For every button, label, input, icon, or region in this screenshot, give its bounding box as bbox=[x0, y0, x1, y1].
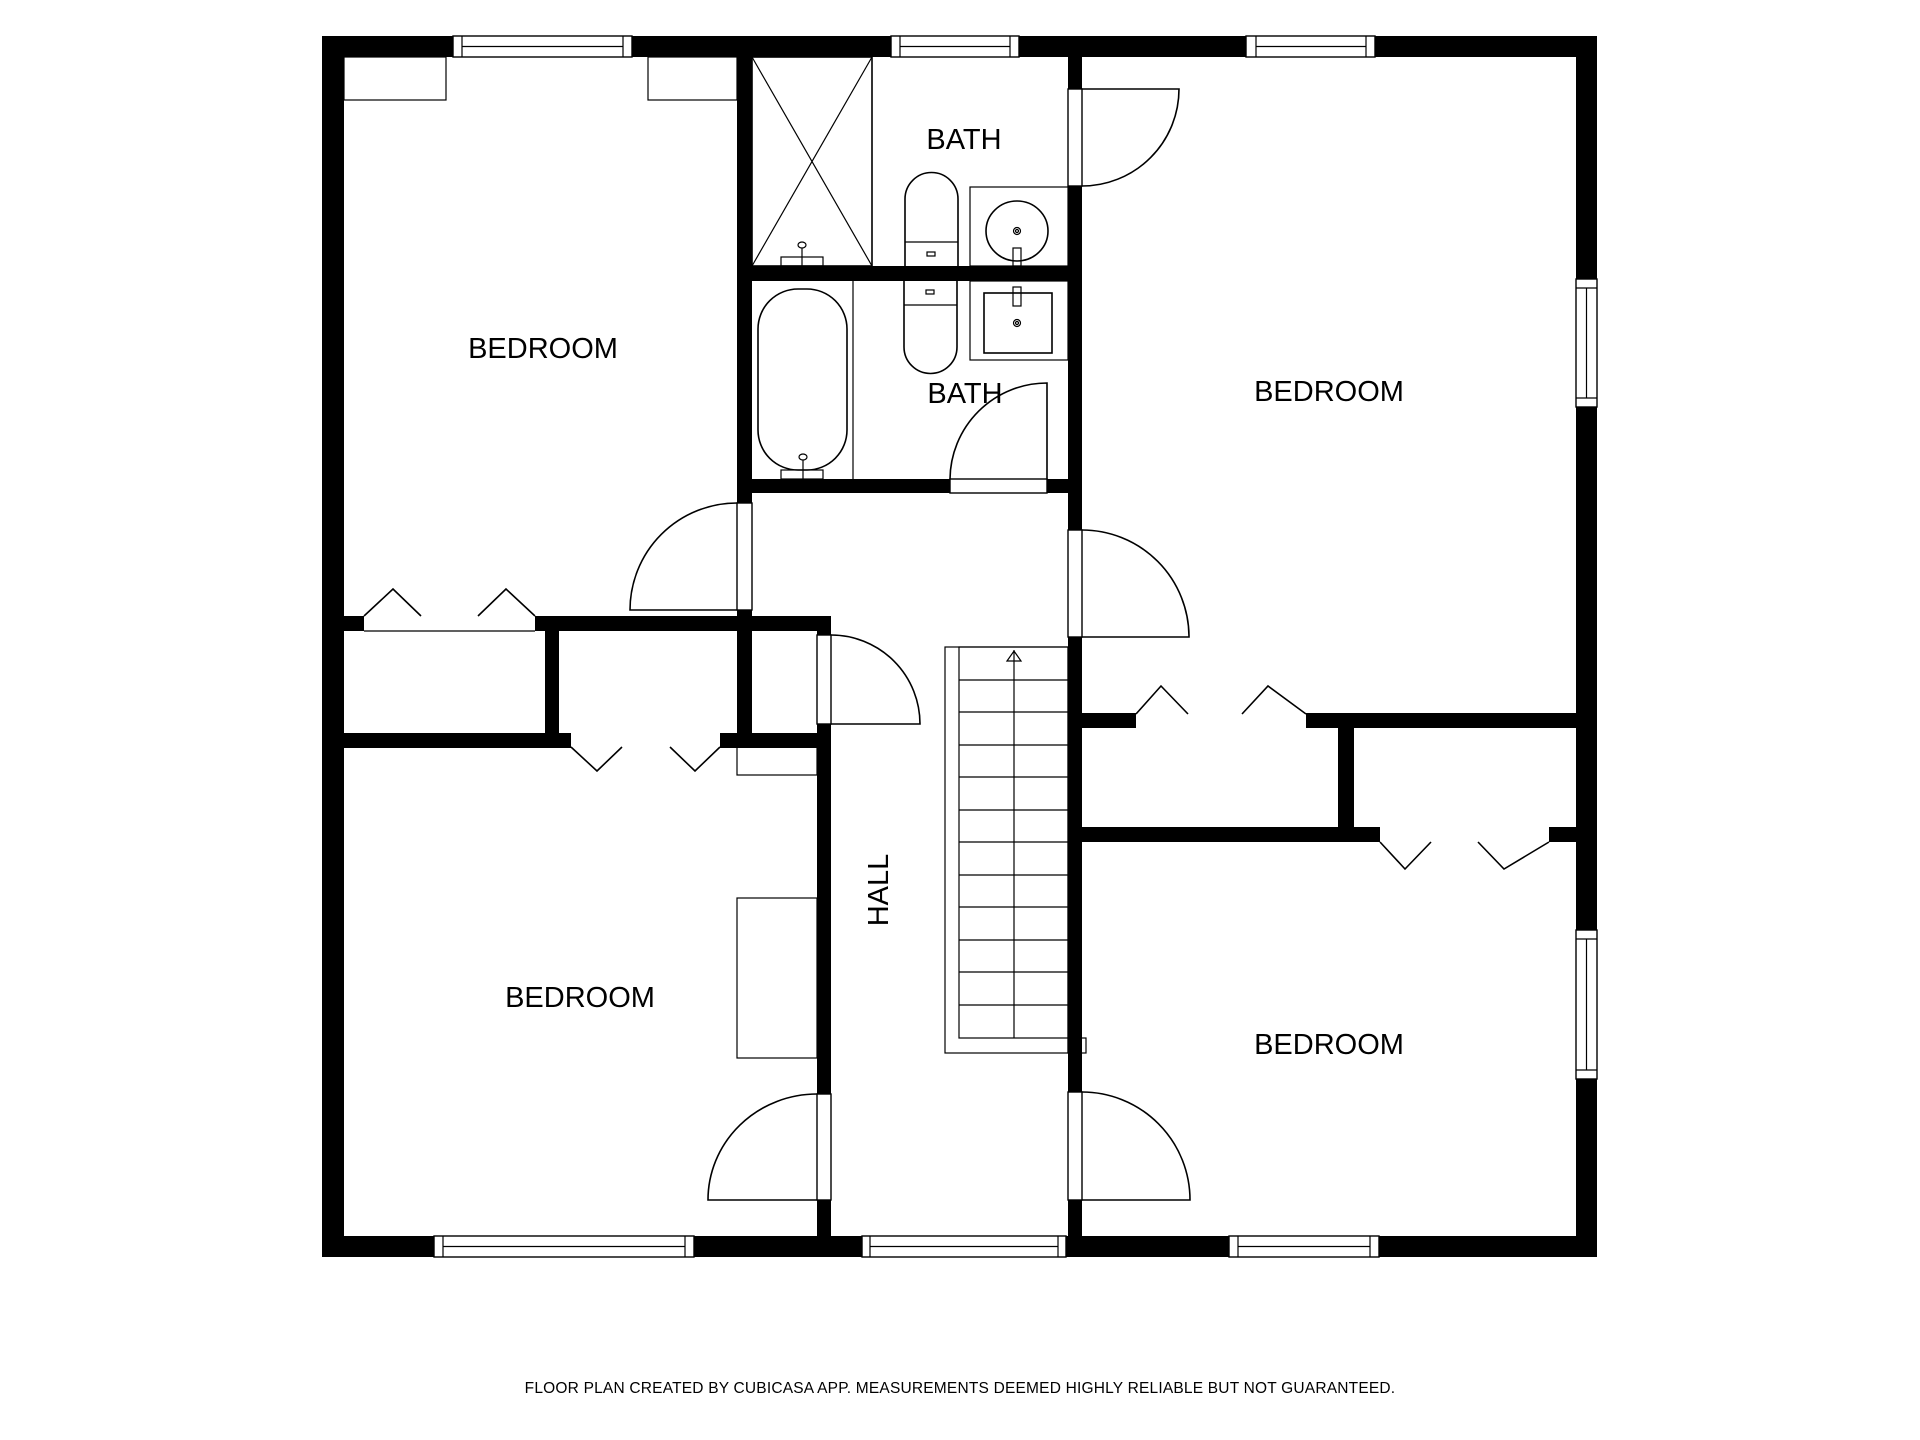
door-upper-bath bbox=[1067, 88, 1180, 187]
room-label-bedroom-se: BEDROOM bbox=[1254, 1029, 1404, 1061]
shower-icon bbox=[751, 56, 873, 267]
room-labels: BEDROOM BATH BATH BEDROOM BEDROOM BEDROO… bbox=[468, 124, 1404, 1061]
bifold-closet-sw bbox=[570, 746, 721, 773]
outer-wall-left bbox=[322, 36, 344, 1257]
room-label-bedroom-nw: BEDROOM bbox=[468, 333, 618, 365]
room-label-bath-upper: BATH bbox=[926, 124, 1001, 156]
bifold-closet-ne bbox=[1135, 684, 1307, 715]
window-ne-top bbox=[1245, 35, 1376, 58]
nightstand-icon bbox=[647, 56, 738, 101]
round-sink-icon bbox=[969, 186, 1069, 267]
wall-bath-middle bbox=[752, 266, 1068, 281]
window-se-east bbox=[1575, 929, 1598, 1080]
toilet-icon bbox=[904, 171, 959, 266]
wall-closet-divider-east bbox=[1338, 713, 1354, 842]
room-label-bedroom-ne: BEDROOM bbox=[1254, 376, 1404, 408]
fixtures bbox=[343, 56, 1087, 1059]
bifold-closet-se bbox=[1379, 841, 1550, 871]
bathtub-icon bbox=[757, 281, 854, 480]
stairs-icon bbox=[944, 646, 1087, 1054]
shelf-icon bbox=[736, 746, 818, 776]
wall-closet-divider-west bbox=[545, 631, 559, 733]
toilet-icon bbox=[903, 281, 958, 375]
bifold-closet-nw bbox=[363, 587, 536, 632]
window-hall-bottom bbox=[861, 1235, 1067, 1258]
wall-hall-east bbox=[1068, 57, 1082, 1237]
window-ne-east bbox=[1575, 278, 1598, 408]
dresser-icon bbox=[736, 897, 818, 1059]
room-label-bedroom-sw: BEDROOM bbox=[505, 982, 655, 1014]
door-nw-bedroom bbox=[629, 502, 753, 611]
windows bbox=[433, 35, 1598, 1258]
room-label-hall: HALL bbox=[863, 854, 895, 927]
wall-nw-bath bbox=[737, 57, 752, 748]
door-hall-closet bbox=[816, 634, 921, 725]
square-sink-icon bbox=[969, 280, 1069, 361]
bifold-doors bbox=[363, 587, 1550, 871]
disclaimer-footer: FLOOR PLAN CREATED BY CUBICASA APP. MEAS… bbox=[524, 1380, 1396, 1397]
doors bbox=[629, 88, 1191, 1201]
window-bath-top bbox=[890, 35, 1020, 58]
door-sw-bedroom bbox=[707, 1093, 832, 1201]
room-label-bath-lower: BATH bbox=[927, 378, 1002, 410]
door-lower-bath bbox=[949, 382, 1048, 494]
door-ne-bedroom bbox=[1067, 529, 1190, 638]
wall-hall-west bbox=[817, 616, 831, 1237]
window-sw-bottom bbox=[433, 1235, 695, 1258]
door-se-bedroom bbox=[1067, 1091, 1191, 1201]
window-se-bottom bbox=[1228, 1235, 1380, 1258]
nightstand-icon bbox=[343, 56, 447, 101]
window-nw-top bbox=[452, 35, 633, 58]
